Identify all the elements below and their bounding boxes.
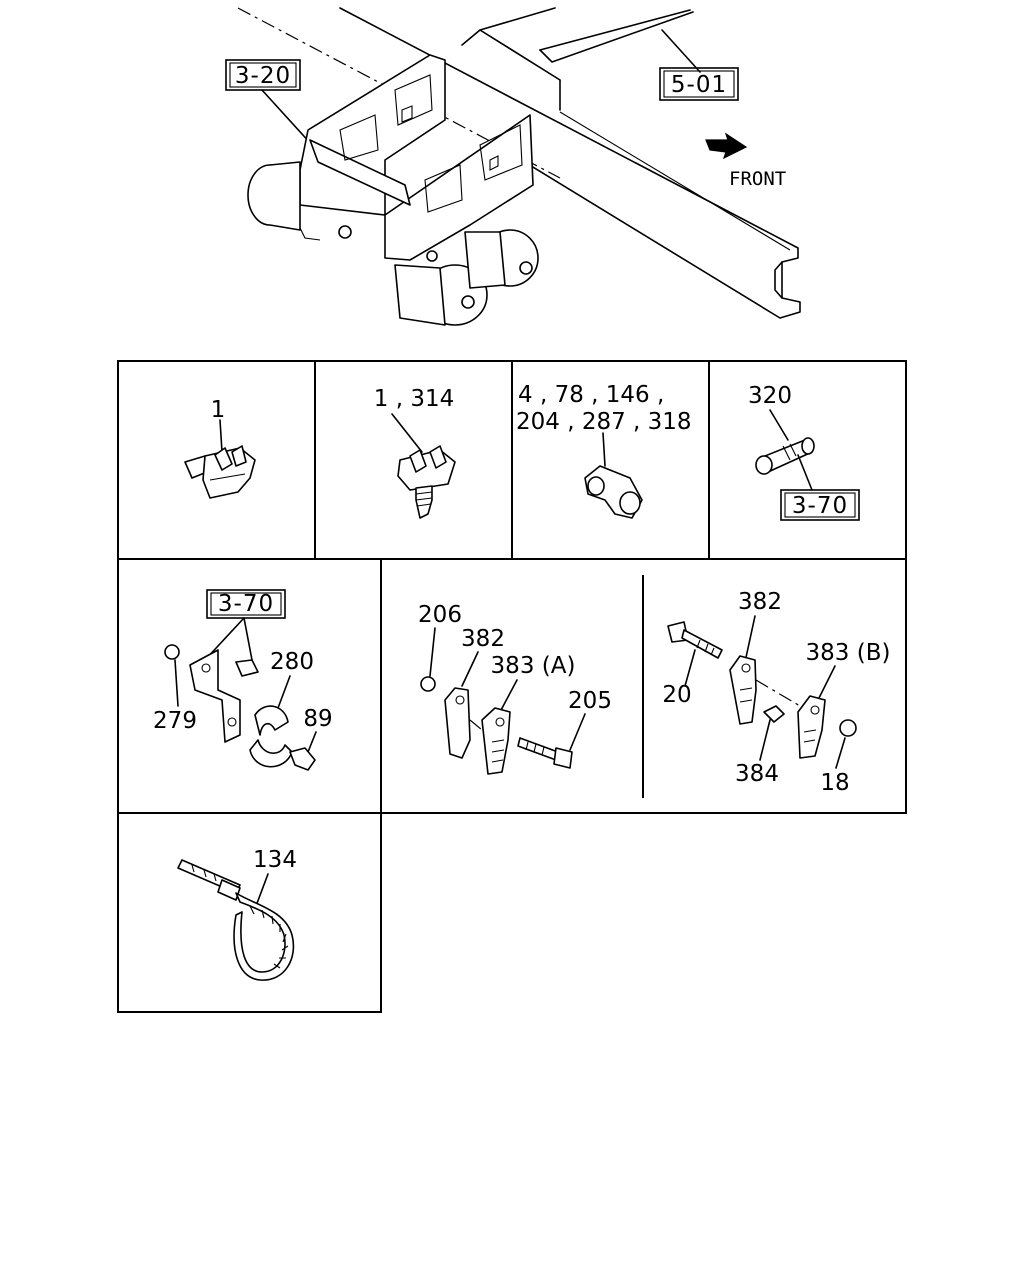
frame-rail (339, 7, 801, 319)
panel-part-320: 320 3-70 (748, 383, 860, 521)
clip-384 (763, 705, 785, 723)
panel-part-1-314: 1 , 314 (374, 386, 456, 519)
ref-5-01-text: 5-01 (671, 72, 727, 98)
bolt-205 (517, 737, 573, 769)
part-label-382-a: 382 (461, 626, 505, 652)
part-label-279: 279 (153, 708, 197, 734)
clamp-382-b (729, 655, 757, 725)
part-label-382-b: 382 (738, 589, 782, 615)
ref-3-70-a-text: 3-70 (792, 493, 848, 519)
ref-3-70-b-text: 3-70 (218, 591, 274, 617)
main-assembly-illustration: 3-20 5-01 FRONT (225, 7, 801, 326)
saddle-clamp (249, 705, 293, 768)
cylinders (247, 161, 539, 326)
part-label-1-314: 1 , 314 (374, 386, 454, 412)
part-label-4-78-146: 4 , 78 , 146 , (518, 382, 664, 408)
sleeve-part-320 (755, 437, 815, 475)
part-label-280: 280 (270, 649, 314, 675)
part-label-1: 1 (211, 397, 226, 423)
clamp-382-a (444, 687, 471, 759)
parts-grid (117, 360, 907, 1013)
bolt-20 (667, 621, 723, 659)
panel-part-1: 1 (184, 397, 256, 499)
part-label-383a: 383 (A) (491, 653, 576, 679)
part-label-20: 20 (662, 682, 691, 708)
bracket-plate (189, 649, 241, 743)
nut-18 (839, 719, 857, 737)
part-label-206: 206 (418, 602, 462, 628)
ref-box-5-01[interactable]: 5-01 (659, 67, 739, 101)
leader-3-20 (261, 89, 313, 146)
front-direction-arrow (705, 132, 748, 160)
clip-part-1 (184, 445, 256, 499)
clip-part-4 (584, 465, 643, 519)
part-label-18: 18 (820, 770, 849, 796)
part-label-320: 320 (748, 383, 792, 409)
ref-3-20-text: 3-20 (235, 63, 291, 89)
clamp-383b (797, 695, 826, 759)
panel-part-383b: 382 20 383 (B) 384 18 (662, 589, 890, 796)
ref-box-3-20[interactable]: 3-20 (225, 59, 301, 91)
part-label-383b: 383 (B) (806, 640, 891, 666)
part-label-205: 205 (568, 688, 612, 714)
part-label-89: 89 (303, 706, 332, 732)
part-label-384: 384 (735, 761, 779, 787)
panel-part-279-280-89: 3-70 279 280 89 (153, 589, 333, 771)
part-label-134: 134 (253, 847, 297, 873)
front-label: FRONT (729, 168, 786, 190)
cable-tie-134 (177, 859, 295, 981)
panel-part-4-78-146: 4 , 78 , 146 , 204 , 287 , 318 (516, 382, 692, 519)
ref-box-3-70-b[interactable]: 3-70 (206, 589, 286, 619)
mounting-bracket (299, 54, 534, 261)
leader-5-01 (661, 29, 701, 73)
panel-part-134: 134 (177, 847, 297, 981)
clamp-383a (481, 707, 511, 775)
clip-part-314 (397, 445, 456, 519)
panel-part-383a: 206 382 383 (A) 205 (418, 602, 612, 775)
ref-box-3-70-a[interactable]: 3-70 (780, 489, 860, 521)
part-label-204-287-318: 204 , 287 , 318 (516, 409, 692, 435)
